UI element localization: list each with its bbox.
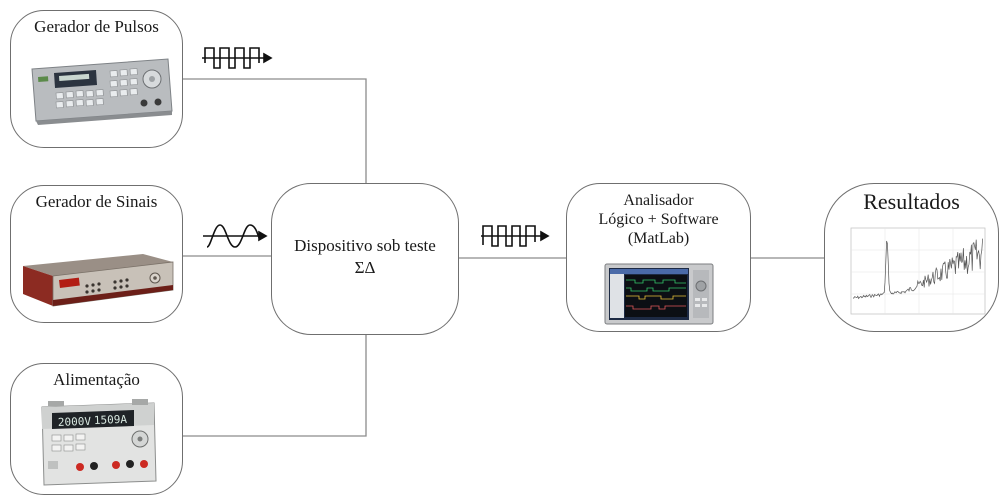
results-label: Resultados [863, 189, 960, 214]
power-display-voltage: 2000V [58, 415, 92, 429]
dut-label: Dispositivo sob teste ΣΔ [272, 235, 458, 279]
function-generator-image [31, 58, 173, 125]
signal-generator-label: Gerador de Sinais [35, 192, 158, 211]
results-block: Resultados [824, 183, 999, 332]
pulse-generator-label: Gerador de Pulsos [34, 17, 159, 36]
pulse-train-output-icon [481, 225, 550, 247]
pulse-generator-block: Gerador de Pulsos [10, 10, 183, 148]
sine-wave-icon [203, 224, 268, 248]
line-power-to-dut [183, 335, 367, 437]
analyzer-label: Analisador Lógico + Software (MatLab) [567, 191, 750, 248]
analyzer-label-line3: (MatLab) [627, 230, 690, 247]
device-under-test-block: Dispositivo sob teste ΣΔ [271, 183, 459, 335]
logic-analyzer-block: Analisador Lógico + Software (MatLab) [566, 183, 751, 332]
signal-generator-image [23, 254, 174, 307]
dut-label-line1: Dispositivo sob teste [294, 236, 436, 255]
power-display-current: 1509A [94, 413, 128, 427]
power-supply-block: Alimentação 2000V 1509A [10, 363, 183, 495]
analyzer-label-line2: Lógico + Software [598, 211, 719, 228]
line-pulse-to-dut [183, 78, 367, 183]
power-supply-label: Alimentação [53, 370, 140, 389]
dut-label-line2: ΣΔ [354, 258, 376, 277]
power-supply-image: 2000V 1509A [41, 399, 157, 486]
logic-analyzer-image [604, 263, 714, 325]
signal-generator-block: Gerador de Sinais [10, 185, 183, 323]
pulse-train-icon [202, 47, 273, 69]
spectrum-plot-image [850, 227, 986, 315]
analyzer-label-line1: Analisador [623, 192, 694, 209]
